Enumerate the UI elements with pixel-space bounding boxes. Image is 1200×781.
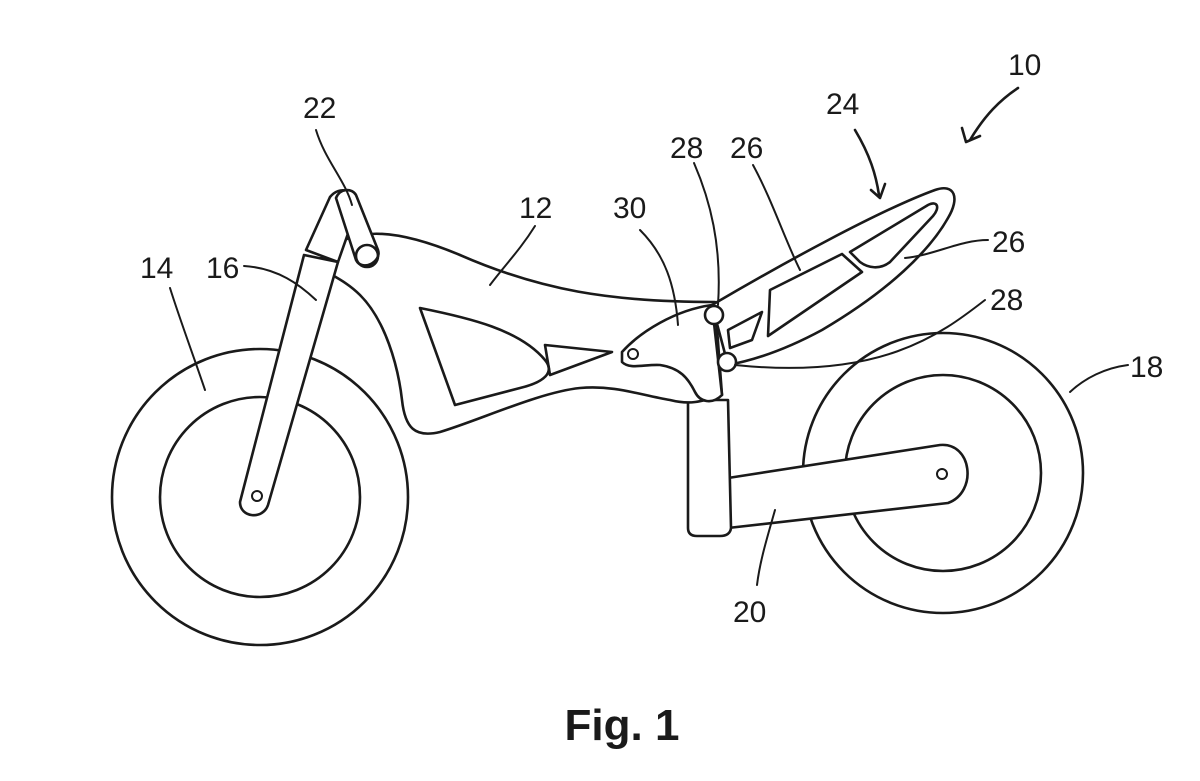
label-10: 10: [1008, 49, 1041, 82]
label-26-upper: 26: [730, 132, 763, 165]
rear-swing-arm: [726, 443, 969, 530]
reference-labels: 10 24 22 28 26 12 30 26 14 16 28 18 20: [140, 49, 1163, 629]
figure-caption: Fig. 1: [565, 701, 680, 750]
handlebar: [334, 188, 380, 269]
leader-lines: [169, 86, 1129, 586]
frame-post: [686, 398, 733, 538]
label-16: 16: [206, 252, 239, 285]
label-26-right: 26: [992, 226, 1025, 259]
label-30: 30: [613, 192, 646, 225]
label-12: 12: [519, 192, 552, 225]
label-20: 20: [733, 596, 766, 629]
label-24: 24: [826, 88, 859, 121]
seat: [710, 187, 956, 367]
label-28-upper: 28: [670, 132, 703, 165]
fasteners: [703, 304, 738, 373]
label-28-right: 28: [990, 284, 1023, 317]
seat-bracket: [620, 303, 724, 403]
label-18: 18: [1130, 351, 1163, 384]
label-22: 22: [303, 92, 336, 125]
front-wheel: [110, 347, 410, 647]
front-fork: [238, 253, 340, 517]
main-frame: [314, 232, 724, 435]
label-14: 14: [140, 252, 173, 285]
